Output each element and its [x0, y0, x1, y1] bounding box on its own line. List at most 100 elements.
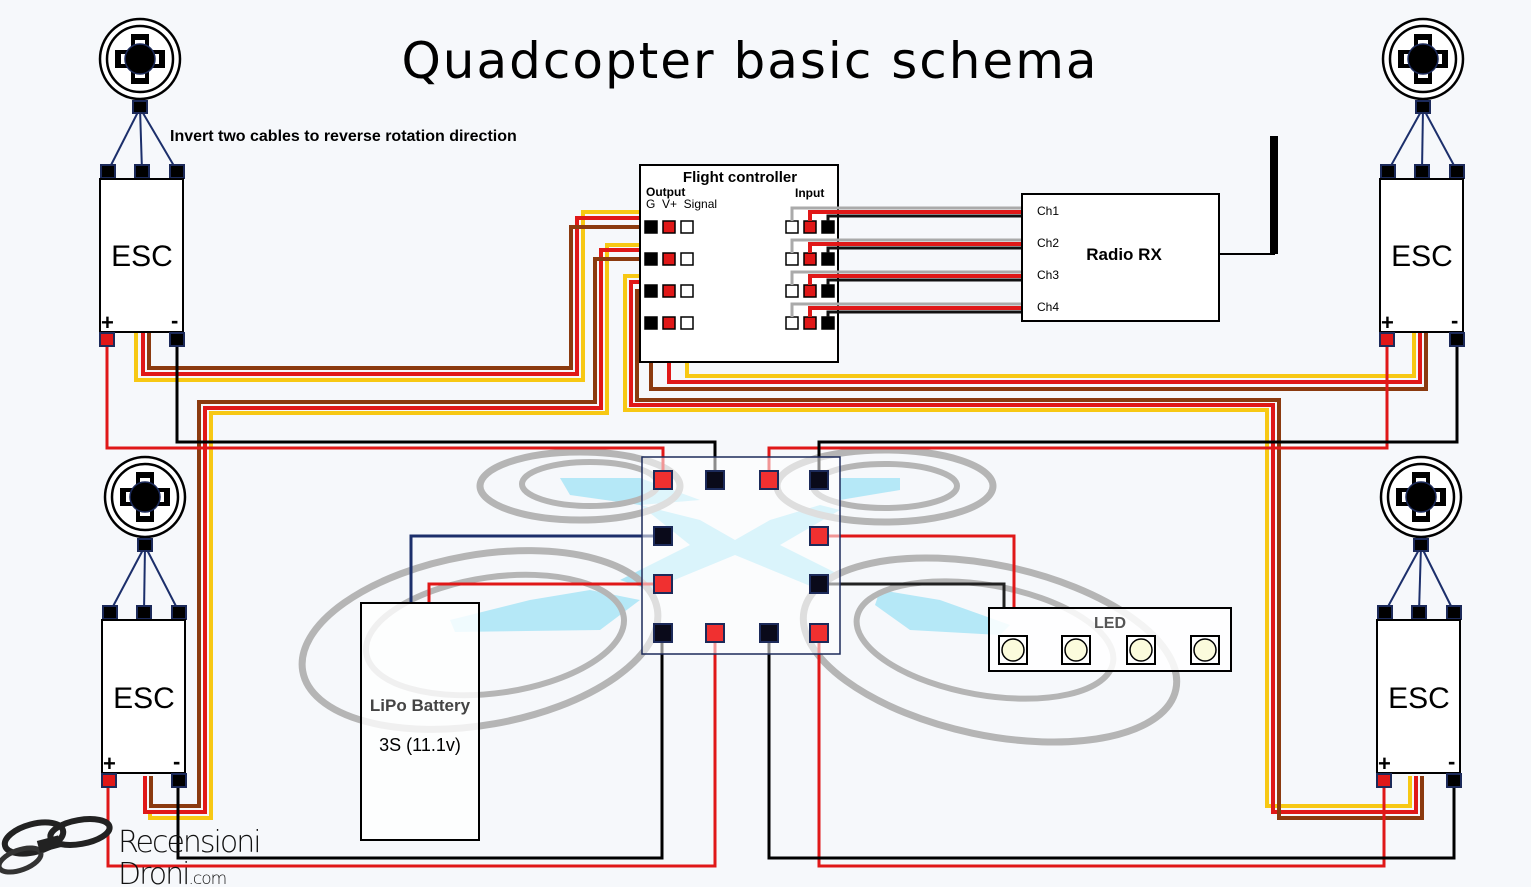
esc-phase-pad [1411, 605, 1427, 620]
fc-output-vplus-pin [662, 252, 676, 266]
rx-vplus-wire [808, 210, 1022, 221]
led-cells [998, 635, 1220, 665]
esc-bottom-right: ESC + - [1376, 619, 1461, 776]
esc-plus-pad [99, 332, 115, 347]
esc-plus-pad [101, 773, 117, 788]
fc-output-vplus-pin [662, 220, 676, 234]
motor-top-left [98, 17, 185, 179]
wire-battery-minus [409, 534, 663, 603]
esc-label: ESC [1391, 240, 1453, 273]
rx-channel-label: Ch2 [1037, 236, 1059, 250]
rx-signal-wire [790, 206, 1022, 221]
fc-input-ground-pin [821, 220, 835, 234]
motor-lead [1420, 545, 1455, 613]
motor-hub-icon [124, 43, 156, 75]
arm-bottom-left [450, 590, 640, 632]
motor-hub-icon [129, 481, 161, 513]
esc-plus-pad [1376, 773, 1392, 788]
led-bulb-icon [1064, 638, 1088, 662]
motor-connector [132, 100, 148, 114]
logo-line2-main: Droni [118, 857, 188, 887]
pdb-minus-pad [759, 623, 779, 643]
rotation-note: Invert two cables to reverse rotation di… [170, 128, 517, 145]
pdb-minus-pad [809, 574, 829, 594]
radio-rx-title: Radio RX [1086, 245, 1162, 264]
rx-vplus-wire [808, 274, 1022, 285]
fc-input-signal-pin [785, 220, 799, 234]
radio-rx: Radio RX Ch1 Ch2 Ch3 Ch4 [1021, 193, 1220, 322]
wire-esc-bl-power-minus [176, 635, 664, 860]
motors [98, 17, 1465, 620]
motor-lead [1384, 545, 1422, 613]
motor-connector [1415, 100, 1431, 114]
esc-phase-pad [102, 605, 118, 620]
esc-body [101, 619, 186, 774]
motor-lead [1387, 107, 1424, 172]
led-bulb-icon [1129, 638, 1153, 662]
rx-signal-wire [790, 238, 1022, 253]
fc-output-ground-pin [644, 220, 658, 234]
motor-top-right [1380, 17, 1465, 179]
esc-plus-label: + [101, 310, 114, 335]
esc-body [1379, 178, 1464, 333]
pdb-plus-pad [809, 623, 829, 643]
motor-lead [1421, 107, 1424, 172]
motor-lead [143, 545, 146, 613]
rx-vplus-wire [808, 306, 1022, 317]
led-bulb-icon [1193, 638, 1217, 662]
fc-input-signal-pin [785, 252, 799, 266]
fc-output-pin-labels: G V+ Signal [646, 197, 717, 211]
motor-lead [144, 545, 180, 613]
pdb-plus-pad [759, 470, 779, 490]
pdb-minus-pad [809, 470, 829, 490]
esc-pads [99, 332, 1465, 788]
wire-esc-br-power-plus [817, 635, 1386, 868]
rx-channel-cable-1 [790, 206, 1022, 221]
motor-hub-icon [1407, 43, 1439, 75]
fc-output-vplus-pin [662, 316, 676, 330]
recensioni-droni-logo: Recensioni Droni.com [0, 816, 262, 887]
motor-bottom-left [102, 455, 187, 620]
fc-input-ground-pin [821, 316, 835, 330]
esc-minus-label: - [1448, 749, 1455, 774]
fc-input-vplus-pin [803, 316, 817, 330]
pdb-minus-pad [653, 623, 673, 643]
fc-input-vplus-pin [803, 252, 817, 266]
esc-minus-pad [169, 332, 185, 347]
esc-top-left: ESC + - [99, 178, 184, 335]
fc-input-signal-pin [785, 284, 799, 298]
fc-pins [644, 220, 835, 330]
esc-bottom-left: ESC + - [101, 619, 186, 776]
esc-minus-pad [1446, 773, 1462, 788]
esc-phase-pad [100, 164, 116, 179]
pdb-plus-pad [809, 526, 829, 546]
fc-input-label: Input [795, 186, 824, 200]
pdb-minus-pad [653, 526, 673, 546]
rx-ground-wire [826, 278, 1022, 285]
rx-signal-wire [790, 270, 1022, 285]
esc-body [99, 178, 184, 333]
lipo-battery: LiPo Battery 3S (11.1v) [360, 602, 480, 841]
esc-minus-pad [1449, 332, 1465, 347]
esc-plus-label: + [1381, 310, 1394, 335]
motor-connector [137, 538, 153, 552]
fc-output-ground-pin [644, 316, 658, 330]
wire-esc-bl-ground [149, 257, 645, 808]
fc-output-signal-pin [680, 252, 694, 266]
esc-minus-pad [171, 773, 187, 788]
rx-wires [790, 206, 1022, 317]
led-bulb-icon [1001, 638, 1025, 662]
wire-battery-plus [427, 582, 663, 603]
esc-top-right: ESC + - [1379, 178, 1464, 335]
logo-line2: Droni.com [118, 857, 226, 887]
diagram-title: Quadcopter basic schema [401, 32, 1098, 90]
esc-minus-label: - [173, 749, 180, 774]
rx-ground-wire [826, 310, 1022, 317]
fc-output-vplus-pin [662, 284, 676, 298]
esc-label: ESC [111, 240, 173, 273]
arm-top-right [840, 478, 900, 500]
esc-plus-label: + [1378, 751, 1391, 776]
fc-output-label: Output [646, 185, 685, 199]
esc-body [1376, 619, 1461, 774]
